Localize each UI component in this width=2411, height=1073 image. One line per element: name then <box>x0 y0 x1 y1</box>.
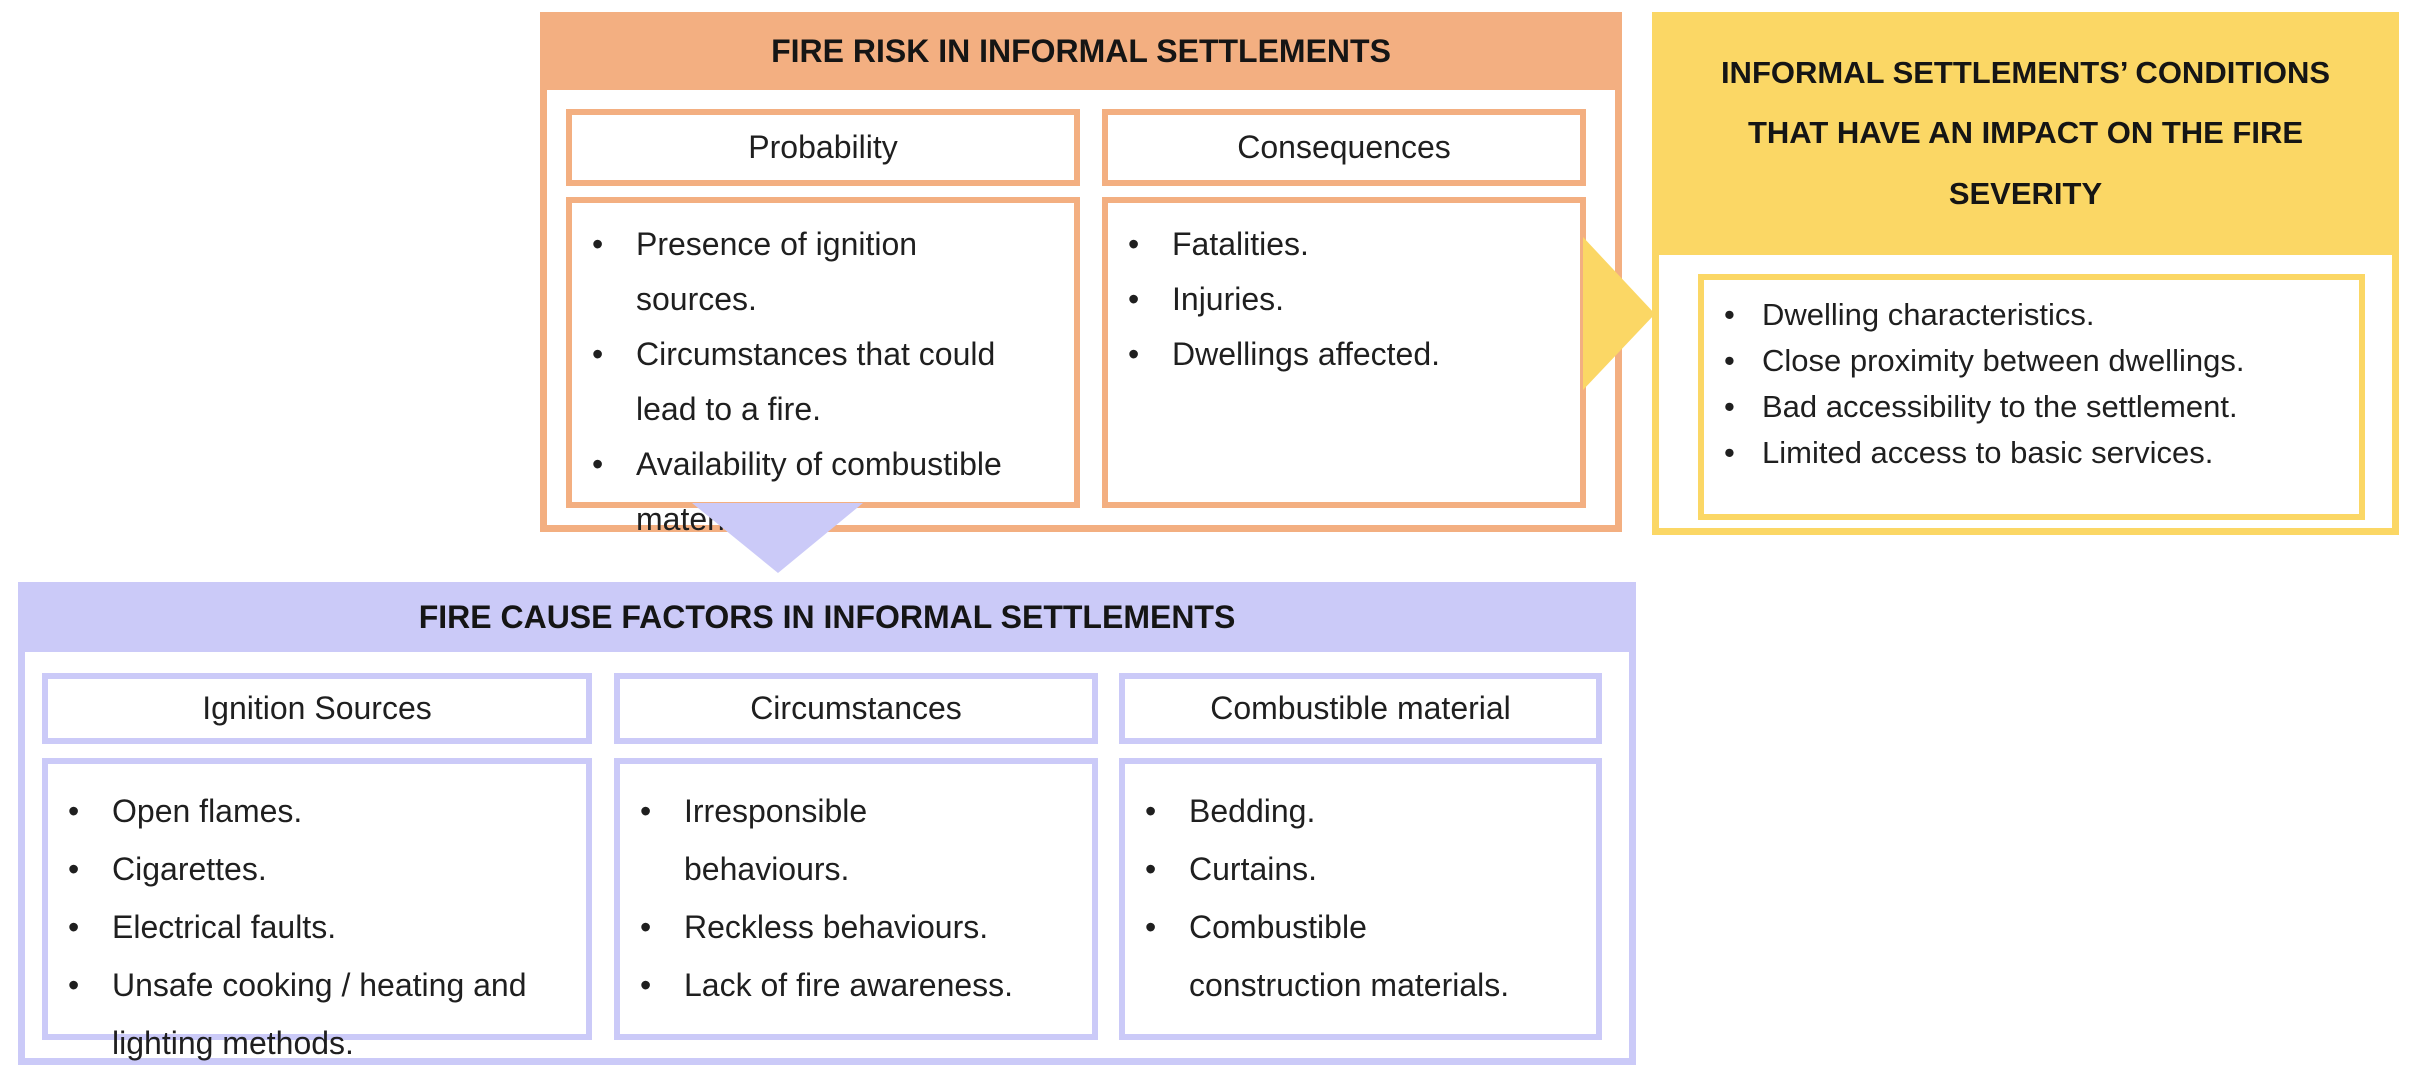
severity-list: Dwelling characteristics. Close proximit… <box>1704 280 2359 476</box>
bullet-item: Irresponsible behaviours. <box>620 782 1080 898</box>
bullet-item: Presence of ignition sources. <box>572 217 1062 327</box>
bullet-item: Open flames. <box>48 782 574 840</box>
consequences-content: Fatalities. Injuries. Dwellings affected… <box>1102 197 1586 508</box>
consequences-list: Fatalities. Injuries. Dwellings affected… <box>1108 203 1580 382</box>
severity-conditions-body: Dwelling characteristics. Close proximit… <box>1659 255 2392 528</box>
bullet-item: Curtains. <box>1125 840 1584 898</box>
probability-list: Presence of ignition sources. Circumstan… <box>572 203 1074 547</box>
arrow-right-icon <box>1583 237 1655 390</box>
circumstances-header: Circumstances <box>614 673 1098 744</box>
fire-cause-title: FIRE CAUSE FACTORS IN INFORMAL SETTLEMEN… <box>418 598 1236 635</box>
severity-conditions-box: INFORMAL SETTLEMENTS’ CONDITIONS THAT HA… <box>1652 12 2399 535</box>
bullet-item: Fatalities. <box>1108 217 1568 272</box>
fire-cause-body: Ignition Sources Circumstances Combustib… <box>25 652 1629 1061</box>
bullet-item: Combustible construction materials. <box>1125 898 1584 1014</box>
fire-risk-box: FIRE RISK IN INFORMAL SETTLEMENTS Probab… <box>540 12 1622 537</box>
probability-content: Presence of ignition sources. Circumstan… <box>566 197 1080 537</box>
circumstances-list: Irresponsible behaviours. Reckless behav… <box>620 764 1092 1014</box>
bullet-item: Limited access to basic services. <box>1704 430 2347 476</box>
fire-risk-body: Probability Presence of ignition sources… <box>547 90 1615 537</box>
ignition-sources-header: Ignition Sources <box>42 673 592 744</box>
bullet-item: Lack of fire awareness. <box>620 956 1080 1014</box>
fire-cause-box: FIRE CAUSE FACTORS IN INFORMAL SETTLEMEN… <box>18 582 1636 1065</box>
severity-content: Dwelling characteristics. Close proximit… <box>1698 274 2365 520</box>
bullet-item: Cigarettes. <box>48 840 574 898</box>
consequences-header: Consequences <box>1102 109 1586 186</box>
bullet-item: Close proximity between dwellings. <box>1704 338 2347 384</box>
bullet-item: Dwelling characteristics. <box>1704 292 2347 338</box>
ignition-sources-list: Open flames. Cigarettes. Electrical faul… <box>48 764 586 1072</box>
probability-header: Probability <box>566 109 1080 186</box>
bullet-item: Bad accessibility to the settlement. <box>1704 384 2347 430</box>
combustible-material-header: Combustible material <box>1119 673 1602 744</box>
ignition-sources-content: Open flames. Cigarettes. Electrical faul… <box>42 758 592 1061</box>
combustible-material-content: Bedding. Curtains. Combustible construct… <box>1119 758 1602 1040</box>
bullet-item: Unsafe cooking / heating and lighting me… <box>48 956 574 1072</box>
bullet-item: Reckless behaviours. <box>620 898 1080 956</box>
bullet-item: Electrical faults. <box>48 898 574 956</box>
bullet-item: Injuries. <box>1108 272 1568 327</box>
bullet-item: Bedding. <box>1125 782 1584 840</box>
severity-conditions-title: INFORMAL SETTLEMENTS’ CONDITIONS THAT HA… <box>1720 54 2331 211</box>
arrow-down-icon <box>692 503 863 573</box>
fire-risk-title: FIRE RISK IN INFORMAL SETTLEMENTS <box>771 32 1391 69</box>
combustible-material-list: Bedding. Curtains. Combustible construct… <box>1125 764 1596 1014</box>
circumstances-content: Irresponsible behaviours. Reckless behav… <box>614 758 1098 1040</box>
bullet-item: Circumstances that could lead to a fire. <box>572 327 1062 437</box>
bullet-item: Dwellings affected. <box>1108 327 1568 382</box>
